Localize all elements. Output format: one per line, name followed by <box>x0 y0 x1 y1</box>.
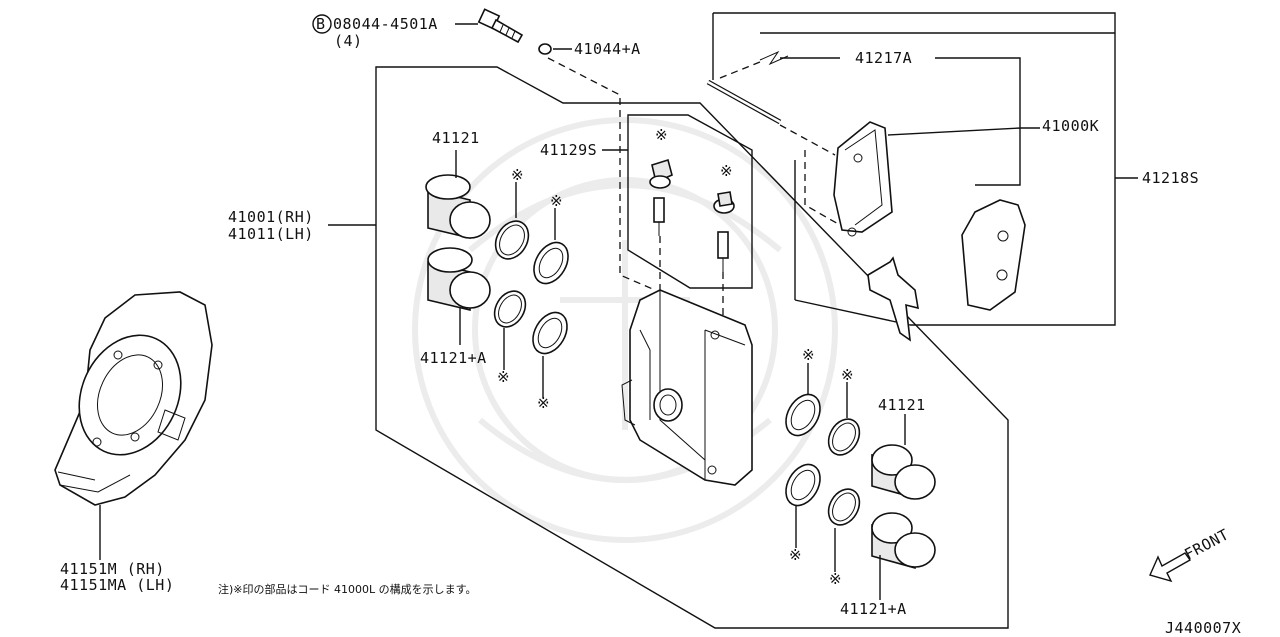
asterisk-bleeder-1: ※ <box>655 126 668 144</box>
piston-right-top-label: 41121 <box>878 396 926 414</box>
pin-kit-bracket <box>713 12 1116 326</box>
seal-left-4 <box>532 311 568 355</box>
seal-left-2 <box>533 241 569 285</box>
asterisk-left-3: ※ <box>497 368 510 386</box>
pin-dash-1 <box>719 61 761 79</box>
bolt-circle-letter: B <box>316 15 326 33</box>
piston-right-bottom-label: 41121+A <box>840 600 907 618</box>
asterisk-right-2: ※ <box>841 366 854 384</box>
seal-right-2 <box>827 418 861 456</box>
footnote: 注)※印の部品はコード 41000L の構成を示します。 <box>218 582 477 596</box>
bleeder-kit-box <box>627 114 753 289</box>
bracket-caliper-link-2 <box>794 299 911 326</box>
watermark <box>412 117 838 543</box>
pin-dash-2 <box>779 124 836 156</box>
dust-shield-rh-label: 41151M (RH) <box>60 560 165 578</box>
pin-kit-label: 41218S <box>1142 169 1199 187</box>
piston-right-bottom <box>871 512 936 570</box>
bolt-qty-label: (4) <box>334 32 363 50</box>
bolt-part-label: 08044-4501A <box>333 15 438 33</box>
piston-left-top-label: 41121 <box>432 129 480 147</box>
piston-left-top <box>425 174 491 240</box>
piston-left-bottom <box>427 247 491 312</box>
seal-left-1 <box>494 220 530 260</box>
pin-41217a <box>706 79 782 125</box>
bleeder-kit-label: 41129S <box>540 141 597 159</box>
asterisk-left-2: ※ <box>550 192 563 210</box>
dust-shield <box>54 291 213 506</box>
diagram-code: J440007X <box>1165 619 1241 637</box>
pad-kit-label: 41000K <box>1042 117 1099 135</box>
washer <box>538 43 552 55</box>
anti-rattle-spring <box>867 256 919 342</box>
asterisk-left-1: ※ <box>511 166 524 184</box>
asterisk-right-4: ※ <box>829 570 842 588</box>
front-label: FRONT <box>1181 525 1232 563</box>
asterisk-right-1: ※ <box>802 346 815 364</box>
asterisk-left-4: ※ <box>537 394 550 412</box>
caliper-rh-label: 41001(RH) <box>228 208 314 226</box>
seal-right-3 <box>785 463 821 507</box>
seal-right-1 <box>785 393 821 437</box>
washer-dash <box>547 57 656 291</box>
asterisk-right-3: ※ <box>789 546 802 564</box>
pin-label: 41217A <box>855 49 912 67</box>
pad-dash <box>804 150 841 226</box>
caliper-lh-label: 41011(LH) <box>228 225 314 243</box>
seal-right-4 <box>827 488 861 526</box>
washer-label: 41044+A <box>574 40 641 58</box>
bleeder-screw-left <box>649 158 673 236</box>
caliper-body <box>621 289 753 486</box>
pad-kit-leader <box>887 57 1040 186</box>
caliper-group-outline <box>375 66 1009 629</box>
piston-left-bottom-label: 41121+A <box>420 349 487 367</box>
pin-clip <box>759 50 789 66</box>
dust-shield-lh-label: 41151MA (LH) <box>60 576 174 594</box>
bolt-circle-marker <box>312 14 332 34</box>
mounting-bolt <box>477 8 524 44</box>
bleeder-screw-right <box>713 191 735 272</box>
seal-left-3 <box>493 290 527 328</box>
front-arrow-icon <box>1149 552 1192 583</box>
brake-pad-inner <box>833 121 893 237</box>
piston-right-top <box>871 444 936 500</box>
brake-pad-outer <box>961 199 1026 311</box>
asterisk-bleeder-2: ※ <box>720 162 733 180</box>
